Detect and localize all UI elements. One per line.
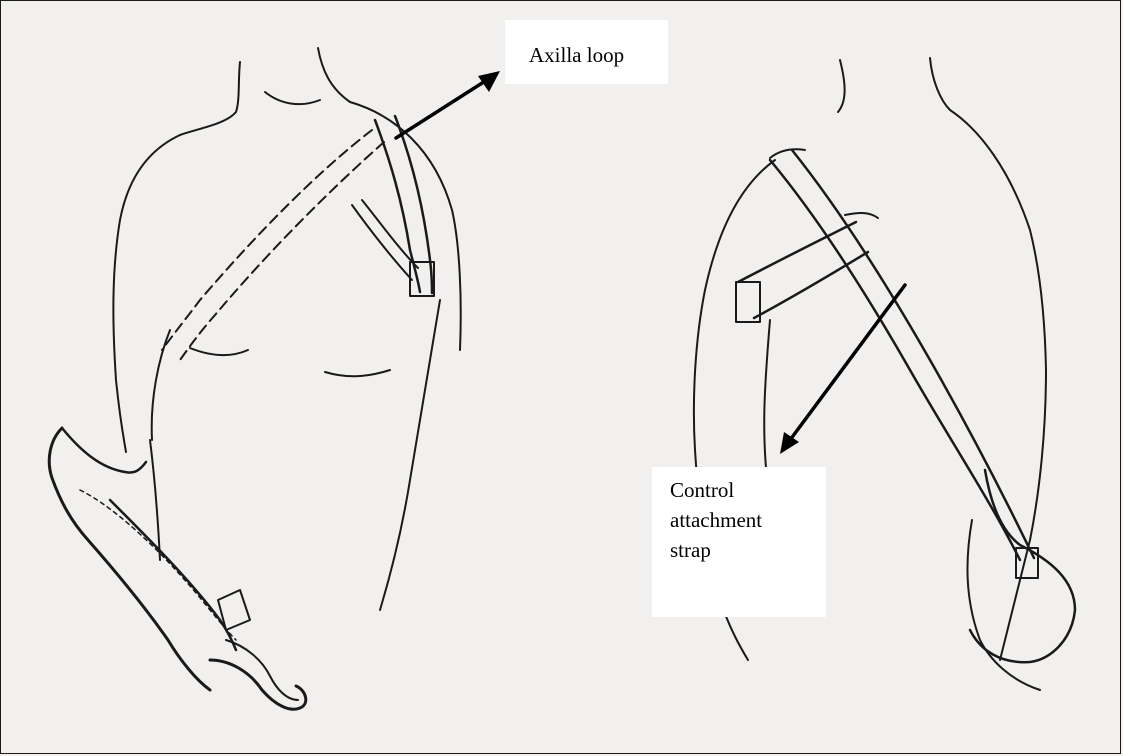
figure-border <box>0 0 1121 754</box>
figure-canvas: Axilla loop Control attachment strap <box>0 0 1123 756</box>
